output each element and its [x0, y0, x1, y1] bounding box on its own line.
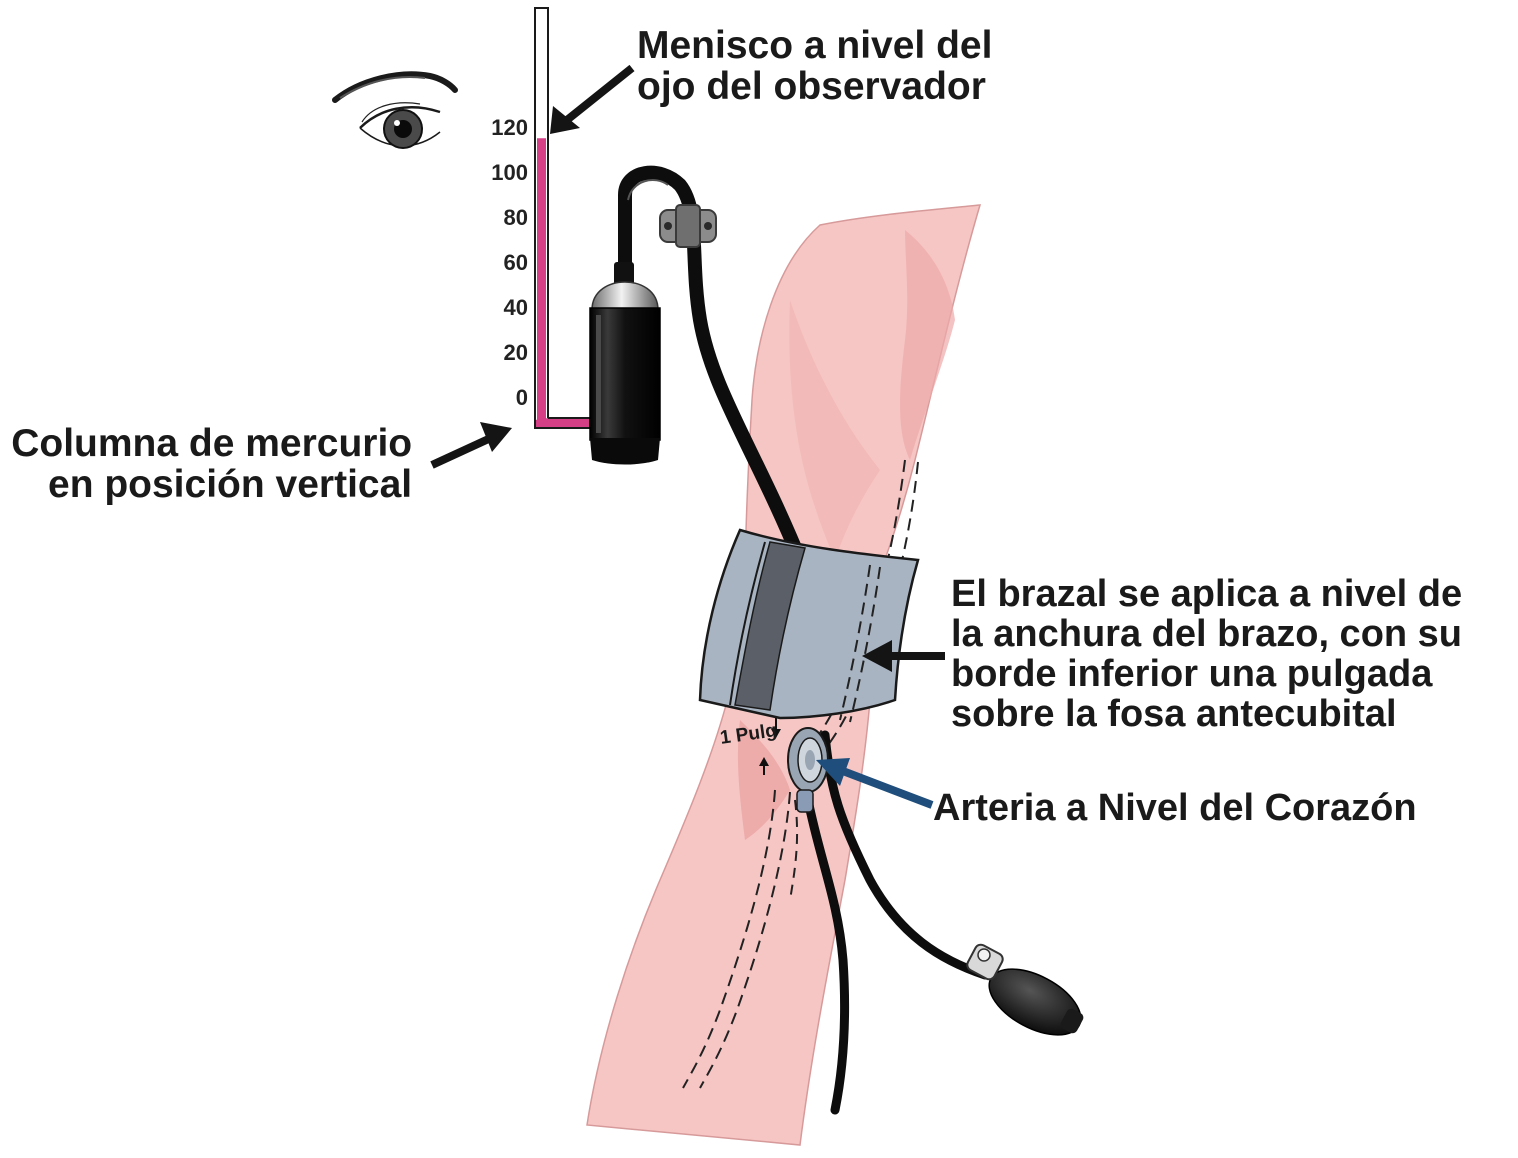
- arrow-mercury-column: [432, 436, 495, 465]
- mercury-column: [537, 138, 546, 424]
- scale-tick-label: 40: [504, 295, 528, 320]
- mercury-bottom-connector: [535, 418, 590, 428]
- eye-icon: [335, 74, 455, 148]
- inflation-bulb-icon: [965, 943, 1091, 1049]
- scale-tick-label: 60: [504, 250, 528, 275]
- scale-tick-label: 80: [504, 205, 528, 230]
- scale-tick-label: 20: [504, 340, 528, 365]
- arrow-meniscus: [562, 68, 632, 124]
- scale-tick-label: 0: [516, 385, 528, 410]
- label-cuff: El brazal se aplica a nivel de la anchur…: [951, 575, 1462, 735]
- scale-tick-label: 100: [491, 160, 528, 185]
- label-meniscus-line-1: Menisco a nivel del: [637, 26, 992, 67]
- label-mercury-column: Columna de mercurio en posición vertical: [10, 424, 412, 505]
- label-cuff-line-3: borde inferior una pulgada: [951, 655, 1462, 695]
- label-cuff-line-4: sobre la fosa antecubital: [951, 695, 1462, 735]
- label-cuff-line-2: la anchura del brazo, con su: [951, 615, 1462, 655]
- label-mercury-column-line-2: en posición vertical: [10, 465, 412, 506]
- label-meniscus-line-2: ojo del observador: [637, 67, 992, 108]
- manometer: 120 100 80 60 40 20 0: [491, 8, 590, 428]
- tube-clip: [660, 205, 716, 247]
- label-meniscus: Menisco a nivel del ojo del observador: [637, 26, 992, 107]
- label-cuff-line-1: El brazal se aplica a nivel de: [951, 575, 1462, 615]
- scale-tick-label: 120: [491, 115, 528, 140]
- mercury-reservoir-icon: [590, 262, 660, 465]
- scale-ticks: 120 100 80 60 40 20 0: [491, 115, 528, 410]
- cuff: [700, 530, 918, 722]
- label-mercury-column-line-1: Columna de mercurio: [10, 424, 412, 465]
- label-artery: Arteria a Nivel del Corazón: [933, 789, 1417, 829]
